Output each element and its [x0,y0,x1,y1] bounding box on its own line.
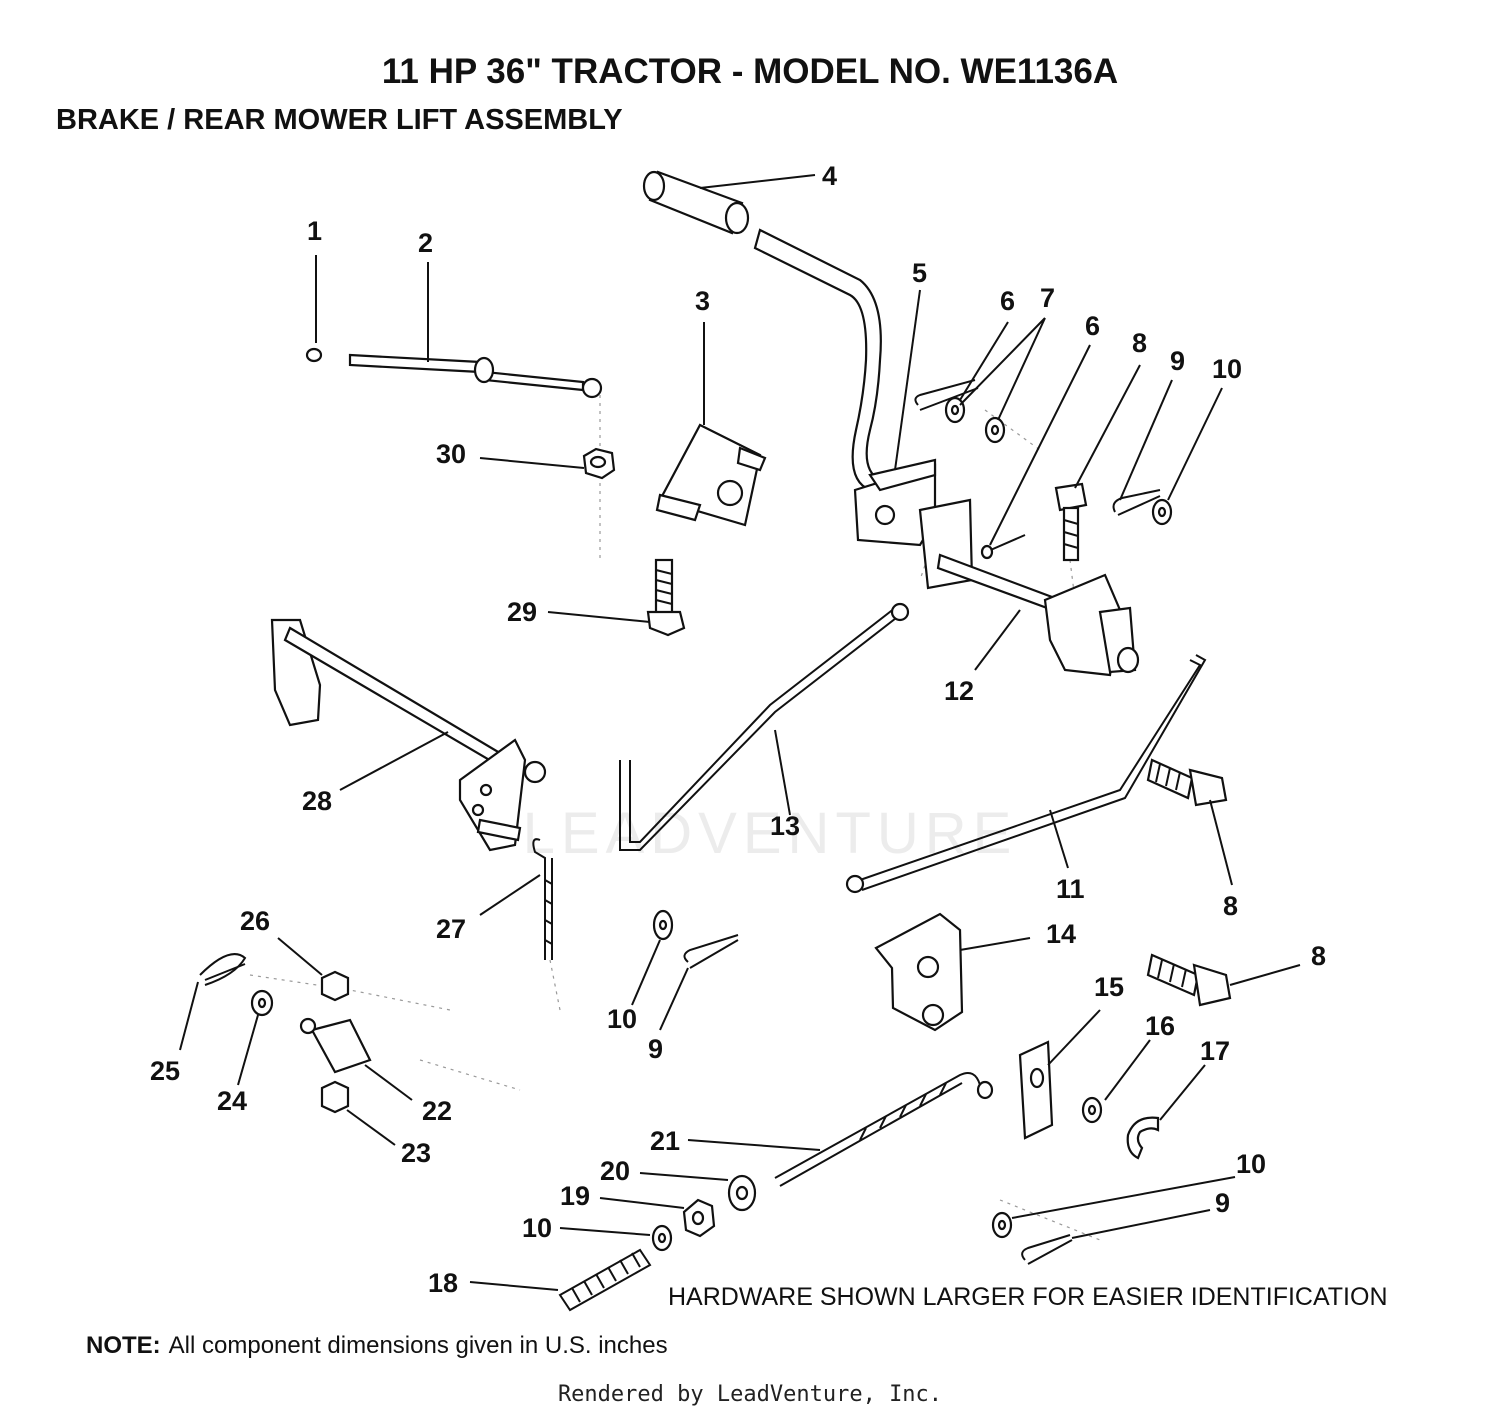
part-28-cross-shaft [270,618,547,852]
part-6-cotter-pin [914,379,979,411]
callout-30: 30 [436,439,466,469]
part-lever-arm [753,228,882,492]
part-23-nut [320,1080,350,1114]
page-title: 11 HP 36" TRACTOR - MODEL NO. WE1136A [381,52,1119,91]
callout-13: 13 [770,811,800,841]
callout-1: 1 [307,216,322,246]
callout-12: 12 [944,676,974,706]
part-17-e-clip [1126,1116,1160,1160]
callout-16: 16 [1145,1011,1175,1041]
assembly-title: BRAKE / REAR MOWER LIFT ASSEMBLY [56,104,623,136]
callout-7: 7 [1040,283,1055,313]
callout-4: 4 [822,161,837,191]
callout-14: 14 [1046,919,1076,949]
part-16-washer [1081,1096,1103,1124]
part-13-rod [619,602,910,851]
callout-6a: 6 [1000,286,1015,316]
callout-9a: 9 [1170,346,1185,376]
note-text: All component dimensions given in U.S. i… [168,1332,668,1359]
part-1-pin [305,347,323,363]
callout-28: 28 [302,786,332,816]
callout-11: 11 [1056,874,1085,904]
callout-19: 19 [560,1181,590,1211]
part-8-bolt-vertical [1054,482,1088,562]
part-9-cotter-pin [1112,489,1161,516]
part-21-threaded-rod [774,1072,994,1187]
callout-26: 26 [240,906,270,936]
callout-22: 22 [422,1096,452,1126]
dimension-note: NOTE: All component dimensions given in U… [86,1332,668,1360]
part-11-rod [845,654,1207,894]
note-label: NOTE: [86,1332,161,1359]
part-24-washer [250,989,274,1017]
callout-29: 29 [507,597,537,627]
part-27-hook-rod [532,838,553,960]
leader-lines [179,174,1301,1291]
callout-15: 15 [1094,972,1124,1002]
part-29-bolt [646,558,686,637]
callout-6b: 6 [1085,311,1100,341]
callout-25: 25 [150,1056,180,1086]
callout-3: 3 [695,286,710,316]
callout-20: 20 [600,1156,630,1186]
callout-8c: 8 [1311,941,1326,971]
part-3-bracket [655,423,767,527]
callout-10d: 10 [522,1213,552,1243]
callout-9c: 9 [1215,1188,1230,1218]
part-19-nut [682,1198,716,1238]
part-9-cotter-pin-mid [683,934,739,969]
part-6-cotter-pin-2 [980,534,1026,560]
part-18-spring [558,1248,652,1312]
callout-10b: 10 [607,1004,637,1034]
part-12-shaft [918,498,1140,677]
callout-labels: 1 2 3 4 5 6 7 6 8 9 10 30 29 12 28 13 11… [150,161,1326,1298]
hardware-note: HARDWARE SHOWN LARGER FOR EASIER IDENTIF… [668,1283,1388,1311]
callout-10c: 10 [1236,1149,1266,1179]
part-26-nut [320,970,350,1002]
part-14-bracket [874,912,964,1032]
callout-5: 5 [912,258,927,288]
part-15-plate [1018,1040,1054,1140]
part-7-washers [944,396,1006,444]
callout-10a: 10 [1212,354,1242,384]
callout-9b: 9 [648,1034,663,1064]
callout-8a: 8 [1132,328,1147,358]
callout-23: 23 [401,1138,431,1168]
callout-8b: 8 [1223,891,1238,921]
rendered-by-footer: Rendered by LeadVenture, Inc. [557,1382,943,1407]
part-8-bolt-lower [1146,953,1232,1007]
part-10-washer [1151,498,1173,526]
part-10-washer-low [651,1224,673,1252]
assembly-guide-lines [249,395,1101,1241]
part-20-nut [727,1174,757,1212]
part-8-bolt-side [1146,758,1228,807]
part-10-washer-mid [652,909,674,941]
part-2-rod [348,353,603,399]
part-22-ferrule [299,1017,372,1074]
callout-18: 18 [428,1268,458,1298]
part-25-hair-pin [199,953,247,986]
callout-24: 24 [217,1086,247,1116]
part-30-hex-nut [582,447,616,480]
part-10-washer-right [991,1211,1013,1239]
part-9-cotter-pin-right [1021,1234,1073,1265]
callout-21: 21 [650,1126,680,1156]
callout-27: 27 [436,914,466,944]
callout-2: 2 [418,228,433,258]
part-4-grip [642,170,750,235]
callout-17: 17 [1200,1036,1230,1066]
